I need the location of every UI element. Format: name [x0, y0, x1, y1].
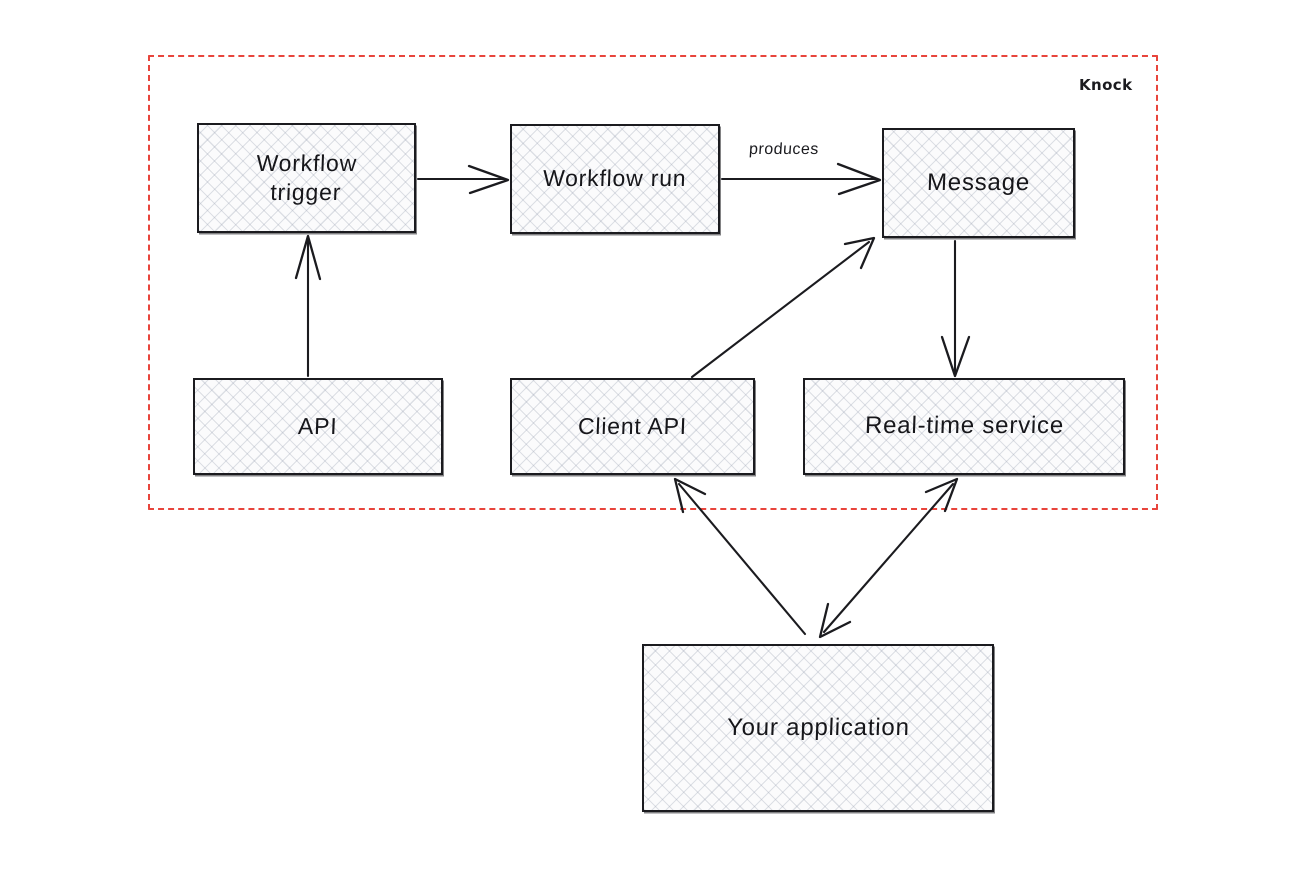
node-real-time-service-label: Real-time service — [864, 412, 1064, 440]
edge-label-produces: produces — [748, 141, 820, 158]
node-workflow-trigger-label: Workflow trigger — [256, 149, 358, 205]
node-workflow-run-label: Workflow run — [542, 165, 688, 192]
node-your-application-label: Your application — [726, 713, 910, 741]
node-client-api-label: Client API — [577, 412, 688, 439]
node-client-api[interactable]: Client API — [510, 378, 755, 475]
knock-group-label: Knock — [1079, 76, 1133, 94]
node-api[interactable]: API — [193, 378, 443, 475]
node-api-label: API — [297, 412, 339, 439]
node-your-application[interactable]: Your application — [642, 644, 994, 812]
node-message[interactable]: Message — [882, 128, 1075, 238]
node-message-label: Message — [926, 168, 1031, 196]
node-real-time-service[interactable]: Real-time service — [803, 378, 1125, 475]
node-workflow-trigger[interactable]: Workflow trigger — [197, 123, 416, 233]
node-workflow-run[interactable]: Workflow run — [510, 124, 720, 234]
knock-group-region — [148, 55, 1158, 510]
